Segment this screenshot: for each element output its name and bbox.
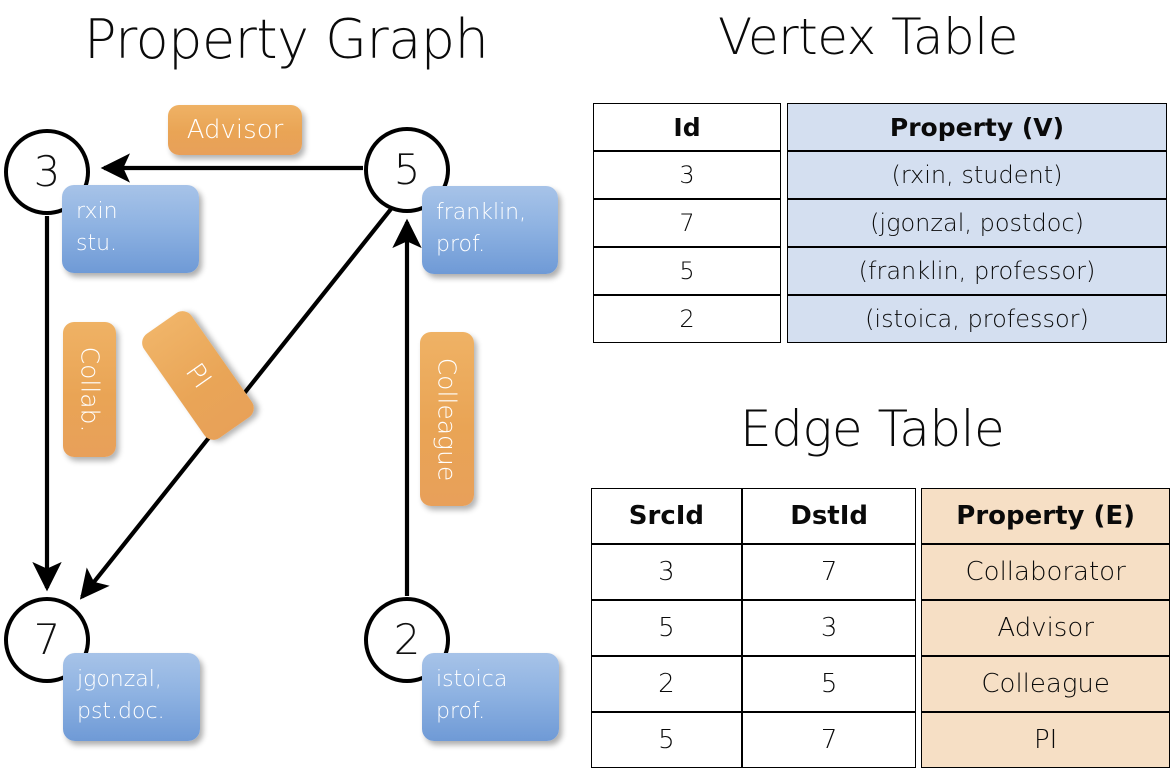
node-property-rxin: rxin stu. (62, 185, 199, 273)
table-row: 3 (rxin, student) (593, 151, 1167, 199)
table-header-row: Id Property (V) (593, 103, 1167, 151)
vertex-cell-id: 5 (593, 247, 781, 295)
vertex-table: Id Property (V) 3 (rxin, student) 7 (jgo… (593, 103, 1167, 343)
edge-label-colleague-text: Colleague (432, 357, 462, 481)
table-row: 3 7 Collaborator (591, 544, 1170, 600)
table-row: 2 (istoica, professor) (593, 295, 1167, 343)
vertex-table-title: Vertex Table (718, 8, 1018, 66)
node-property-franklin: franklin, prof. (422, 186, 558, 274)
node-property-jgonzal: jgonzal, pst.doc. (63, 653, 200, 741)
page-title-property-graph: Property Graph (84, 8, 489, 71)
graph-node-5[interactable]: 5 (364, 127, 450, 213)
graph-node-2-label: 2 (393, 615, 421, 664)
table-row: 5 (franklin, professor) (593, 247, 1167, 295)
vertex-cell-property: (rxin, student) (787, 151, 1167, 199)
table-row: 7 (jgonzal, postdoc) (593, 199, 1167, 247)
edge-table-title: Edge Table (740, 400, 1005, 458)
node-property-istoica: istoica prof. (422, 653, 559, 741)
edge-label-colleague: Colleague (420, 332, 474, 506)
graph-node-3-label: 3 (33, 147, 61, 196)
edge-cell-dstid: 3 (741, 600, 917, 656)
edge-label-advisor-text: Advisor (186, 115, 284, 145)
table-row: 5 7 PI (591, 712, 1170, 768)
vertex-cell-property: (franklin, professor) (787, 247, 1167, 295)
graph-node-2[interactable]: 2 (364, 597, 450, 683)
edge-cell-srcid: 5 (591, 600, 742, 656)
vertex-cell-property: (istoica, professor) (787, 295, 1167, 343)
table-row: 2 5 Colleague (591, 656, 1170, 712)
edge-cell-srcid: 5 (591, 712, 742, 768)
vertex-cell-property: (jgonzal, postdoc) (787, 199, 1167, 247)
edge-cell-property: Collaborator (921, 544, 1170, 600)
edge-header-dstid: DstId (741, 488, 917, 544)
edge-cell-dstid: 7 (741, 712, 917, 768)
vertex-cell-id: 7 (593, 199, 781, 247)
table-header-row: SrcId DstId Property (E) (591, 488, 1170, 544)
edge-cell-property: Colleague (921, 656, 1170, 712)
property-graph-panel: Property Graph 3 5 7 2 (0, 0, 585, 760)
edge-header-property: Property (E) (921, 488, 1170, 544)
vertex-cell-id: 2 (593, 295, 781, 343)
graph-node-5-label: 5 (393, 145, 421, 194)
vertex-cell-id: 3 (593, 151, 781, 199)
edge-cell-dstid: 5 (741, 656, 917, 712)
graph-node-7-label: 7 (33, 615, 61, 664)
vertex-header-property: Property (V) (787, 103, 1167, 151)
edge-cell-property: Advisor (921, 600, 1170, 656)
table-row: 5 3 Advisor (591, 600, 1170, 656)
edge-header-srcid: SrcId (591, 488, 742, 544)
edge-table: SrcId DstId Property (E) 3 7 Collaborato… (591, 488, 1170, 768)
edge-label-advisor: Advisor (168, 105, 302, 155)
edge-cell-srcid: 2 (591, 656, 742, 712)
edge-cell-dstid: 7 (741, 544, 917, 600)
vertex-header-id: Id (593, 103, 781, 151)
edge-label-collab: Collab. (63, 322, 116, 457)
edge-label-collab-text: Collab. (75, 346, 104, 433)
edge-cell-srcid: 3 (591, 544, 742, 600)
edge-label-pi-text: PI (179, 357, 217, 394)
